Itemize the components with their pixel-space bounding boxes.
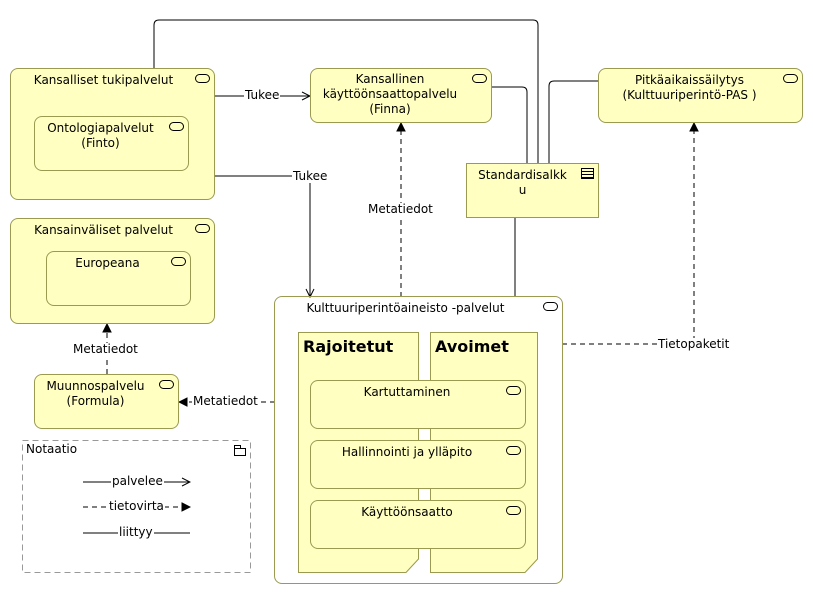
node-label: Kulttuuriperintöaineisto -palvelut [306,301,505,315]
service-icon [171,257,186,266]
node-kayttoonsaatto[interactable]: Käyttöönsaatto [310,500,526,549]
node-muunnospalvelu[interactable]: Muunnospalvelu (Formula) [34,374,179,429]
association-finna-standardisalkku [491,86,528,165]
service-icon [159,380,174,389]
legend-association-label: liittyy [118,525,154,539]
serves-edge-tukee-kulttuuriperinto [215,175,310,297]
group-rajoitetut-title: Rajoitetut [303,337,394,356]
service-icon [506,506,521,515]
node-label: Kansallinen käyttöönsaattopalvelu (Finna… [322,72,458,116]
edge-label-tietopaketit: Tietopaketit [657,337,731,351]
node-pitkaaikaissailytys[interactable]: Pitkäaikaissäilytys (Kulttuuriperintö-PA… [598,68,803,123]
node-kartuttaminen[interactable]: Kartuttaminen [310,380,526,429]
edge-label-tukee: Tukee [292,169,329,183]
service-icon [506,386,521,395]
service-icon [195,74,210,83]
node-europeana[interactable]: Europeana [46,251,191,306]
edge-label-metatiedot: Metatiedot [192,394,259,408]
node-label: Ontologiapalvelut (Finto) [47,121,154,150]
node-label: Standardisalkk u [478,168,567,197]
edge-label-metatiedot: Metatiedot [367,202,434,216]
group-avoimet-title: Avoimet [435,337,509,356]
legend-title: Notaatio [25,442,79,456]
association-kansalliset-standardisalkku [153,19,539,165]
artifact-icon [581,168,594,179]
service-icon [169,122,184,131]
node-label: Käyttöönsaatto [361,505,453,519]
service-icon [472,74,487,83]
service-icon [195,224,210,233]
edge-label-metatiedot: Metatiedot [72,342,139,356]
node-label: Kansainväliset palvelut [34,223,173,237]
service-icon [506,446,521,455]
node-kulttuuriperintoaineisto-palvelut[interactable]: Kulttuuriperintöaineisto -palvelut [274,296,563,584]
edge-label-tukee: Tukee [244,88,281,102]
node-hallinnointi-ja-yllapito[interactable]: Hallinnointi ja ylläpito [310,440,526,489]
legend-flow-label: tietovirta [108,499,165,513]
node-label: Pitkäaikaissäilytys (Kulttuuriperintö-PA… [622,73,757,102]
node-ontologiapalvelut[interactable]: Ontologiapalvelut (Finto) [34,116,189,171]
node-kansallinen-kayttoonsaattopalvelu[interactable]: Kansallinen käyttöönsaattopalvelu (Finna… [310,68,492,123]
node-label: Kartuttaminen [363,385,451,399]
legend-serves-label: palvelee [111,474,164,488]
folder-icon [234,445,246,456]
node-label: Muunnospalvelu (Formula) [46,379,145,408]
node-standardisalkku[interactable]: Standardisalkk u [466,163,599,218]
node-label: Europeana [75,256,140,270]
node-label: Hallinnointi ja ylläpito [341,445,473,459]
flow-edge-tietopaketit [562,123,694,345]
node-label: Kansalliset tukipalvelut [33,73,174,87]
association-pas-standardisalkku [548,80,599,165]
service-icon [543,302,558,311]
service-icon [783,74,798,83]
